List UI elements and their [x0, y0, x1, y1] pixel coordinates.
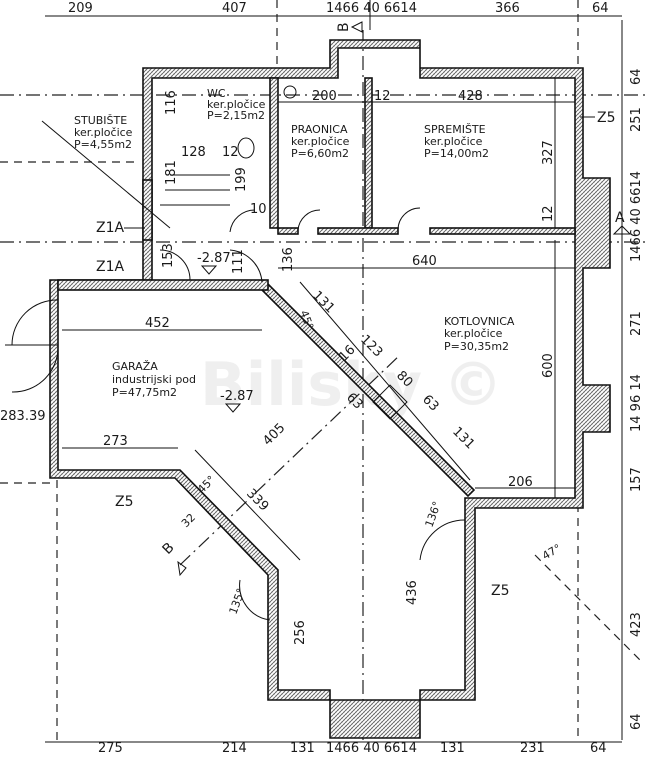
dim-label: 64 — [629, 713, 644, 730]
room-floor: ker.pločice — [444, 327, 503, 340]
room-area: P=47,75m2 — [112, 386, 177, 399]
room-area: P=4,55m2 — [74, 138, 132, 151]
dim-label: 153 — [161, 243, 176, 268]
room-name: WC — [207, 87, 226, 100]
room-name: SPREMIŠTE — [424, 123, 486, 136]
dim-label: 64 — [592, 1, 609, 16]
dim-label: 271 — [629, 311, 644, 336]
dim-label: 136 — [281, 247, 296, 272]
dim-label: 131 — [309, 288, 337, 316]
dim-label: 405 — [260, 421, 288, 449]
walls — [49, 39, 611, 739]
dim-label: 231 — [520, 741, 545, 756]
room-garaza: GARAŽA industrijski pod P=47,75m2 — [112, 360, 196, 399]
doors — [5, 85, 466, 621]
dimensions-top: 209 407 1466 40 6614 366 64 — [68, 1, 609, 16]
room-spremiste: SPREMIŠTE ker.pločice P=14,00m2 — [424, 123, 489, 160]
room-floor: ker.pločice — [424, 135, 483, 148]
dim-label: 407 — [222, 1, 247, 16]
dim-label: 181 — [164, 160, 179, 185]
dim-label: 251 — [629, 107, 644, 132]
dim-label: 131 — [440, 741, 465, 756]
dim-label: 1466 40 6614 — [326, 741, 417, 756]
dim-label: 131 — [290, 741, 315, 756]
dimension-lines — [45, 0, 623, 743]
level-label: -2.87 — [197, 251, 231, 266]
dim-label: 436 — [405, 580, 420, 605]
dim-label: 32 — [179, 511, 198, 530]
dim-label: 116 — [164, 90, 179, 115]
wall-tag: Z1A — [96, 259, 124, 275]
dim-label: 12 — [541, 205, 556, 222]
room-name: PRAONICA — [291, 123, 348, 136]
level-label: 283.39 — [0, 409, 46, 424]
dim-label: 12 — [222, 145, 239, 160]
dim-label: 157 — [629, 467, 644, 492]
dim-label: 273 — [103, 434, 128, 449]
dim-label: 199 — [234, 167, 249, 192]
fan-icon — [283, 85, 297, 99]
dimensions-bottom: 275 214 131 1466 40 6614 131 231 64 — [98, 741, 607, 756]
room-area: P=30,35m2 — [444, 340, 509, 353]
dim-label: 640 — [412, 254, 437, 269]
section-mark-b-left: B — [160, 540, 178, 558]
room-stubiste: STUBIŠTE ker.pločice P=4,55m2 — [41, 114, 171, 229]
wall-tag: Z5 — [597, 110, 616, 126]
section-mark-a: A — [615, 210, 625, 226]
dim-label: 256 — [293, 620, 308, 645]
room-floor: industrijski pod — [112, 373, 196, 386]
dim-label: 131 — [449, 424, 477, 452]
room-kotlovnica: KOTLOVNICA ker.pločice P=30,35m2 — [444, 315, 515, 353]
dim-label: 45° — [297, 309, 316, 332]
room-name: KOTLOVNICA — [444, 315, 515, 328]
room-floor: ker.pločice — [207, 98, 266, 111]
room-floor: ker.pločice — [291, 135, 350, 148]
dim-label: 327 — [541, 140, 556, 165]
dim-label: 64 — [590, 741, 607, 756]
dim-label: 206 — [508, 475, 533, 490]
level-marks: -2.87 -2.87 283.39 — [0, 251, 254, 424]
dim-label: 12 — [374, 89, 391, 104]
dim-label: 136° — [423, 500, 444, 529]
room-name: STUBIŠTE — [74, 114, 127, 127]
room-name: GARAŽA — [112, 360, 158, 373]
dim-label: 1466 40 6614 — [629, 171, 644, 262]
dim-label: 452 — [145, 316, 170, 331]
dim-label: 428 — [458, 89, 483, 104]
dimensions-right: 64 251 1466 40 6614 271 14 96 14 157 423… — [629, 68, 644, 730]
dim-label: 64 — [629, 68, 644, 85]
dim-label: 339 — [243, 486, 271, 514]
room-area: P=6,60m2 — [291, 147, 349, 160]
dim-label: 111 — [231, 249, 246, 274]
room-praonica: PRAONICA ker.pločice P=6,60m2 — [291, 123, 350, 160]
level-label: -2.87 — [220, 389, 254, 404]
dim-label: 423 — [629, 612, 644, 637]
dim-label: 47° — [540, 542, 563, 563]
dim-label: 1466 40 6614 — [326, 1, 417, 16]
dim-label: 275 — [98, 741, 123, 756]
room-area: P=2,15m2 — [207, 109, 265, 122]
dim-label: 366 — [495, 1, 520, 16]
dim-label: 200 — [312, 89, 337, 104]
wall-tag: Z5 — [115, 494, 134, 510]
room-wc: WC ker.pločice P=2,15m2 — [207, 87, 266, 122]
room-floor: ker.pločice — [74, 126, 133, 139]
dim-label: 14 96 14 — [629, 374, 644, 432]
dim-label: 600 — [541, 353, 556, 378]
dim-label: 128 — [181, 145, 206, 160]
dim-label: 214 — [222, 741, 247, 756]
dim-label: 135° — [227, 587, 248, 616]
wall-tag: Z5 — [491, 583, 510, 599]
dim-label: 209 — [68, 1, 93, 16]
watermark: Bilisky © — [200, 350, 503, 420]
wall-tag: Z1A — [96, 220, 124, 236]
dim-label: 10 — [250, 202, 267, 217]
wall-tags: Z5 Z5 Z5 Z1A Z1A — [96, 110, 616, 599]
room-area: P=14,00m2 — [424, 147, 489, 160]
section-mark-b-top: B — [336, 22, 352, 32]
